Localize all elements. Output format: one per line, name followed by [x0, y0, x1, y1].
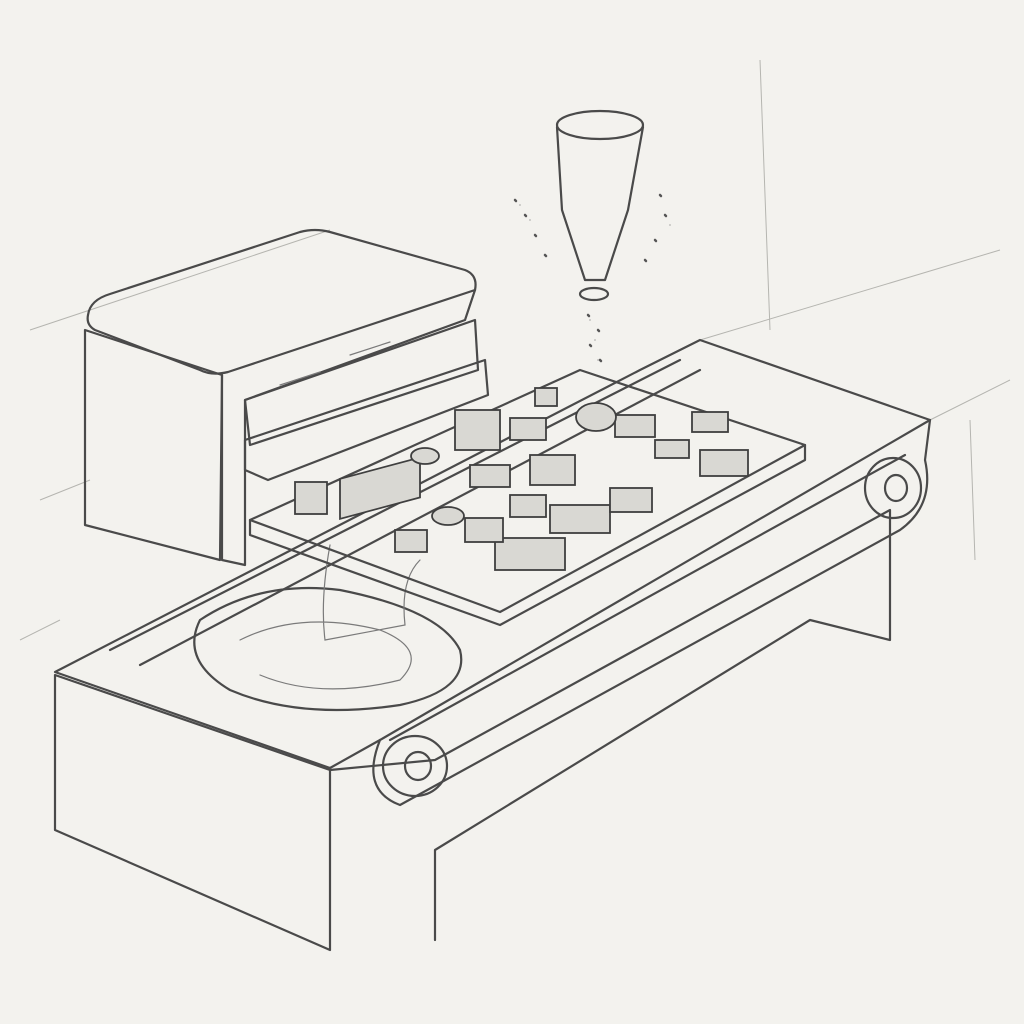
- background-guidelines: [19, 59, 1011, 641]
- dispenser-nozzle: [513, 109, 671, 363]
- board-components: [294, 387, 749, 571]
- right-roller: [863, 456, 923, 520]
- circuit-board[interactable]: [248, 368, 807, 627]
- left-roller: [381, 734, 449, 798]
- reflow-oven: [83, 228, 490, 567]
- liquid-puddle: [193, 544, 463, 712]
